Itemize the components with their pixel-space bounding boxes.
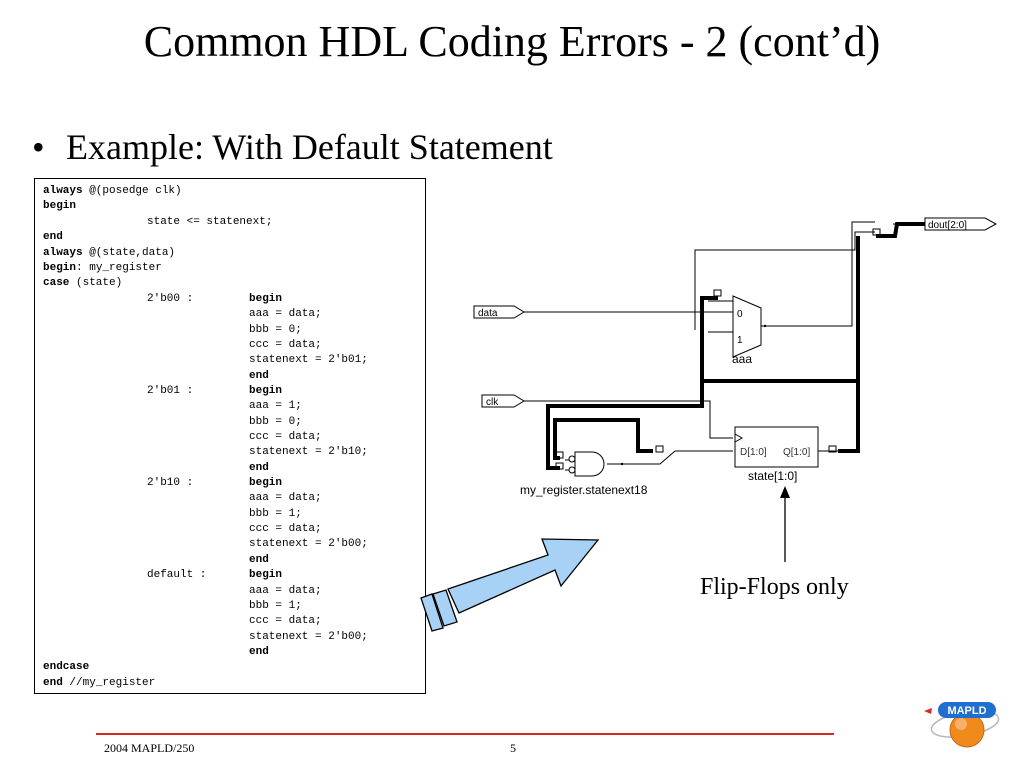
case-end: end <box>249 462 269 474</box>
code-line-1: always @(posedge clk) <box>43 185 182 197</box>
footer-rule <box>96 733 834 735</box>
case-label: 2'b01 : <box>147 385 194 397</box>
mux-aaa: 0 1 aaa <box>732 295 767 366</box>
case-begin: begin <box>249 293 283 305</box>
case-label: 2'b10 : <box>147 477 194 489</box>
code-listing: always @(posedge clk) begin state <= sta… <box>34 178 426 694</box>
flip-flop-state: D[1:0] Q[1:0] state[1:0] <box>734 426 819 483</box>
code-stmt: statenext = 2'b00; <box>249 538 368 550</box>
code-stmt: ccc = data; <box>249 615 322 627</box>
code-stmt: aaa = data; <box>249 308 322 320</box>
svg-text:0: 0 <box>737 309 743 320</box>
port-clk: clk <box>481 394 525 408</box>
code-stmt: ccc = data; <box>249 339 322 351</box>
code-stmt: ccc = data; <box>249 523 322 535</box>
annotation-arrow <box>780 486 790 562</box>
slide-title: Common HDL Coding Errors - 2 (cont’d) <box>143 17 881 66</box>
svg-text:1: 1 <box>737 335 743 346</box>
code-stmt: bbb = 0; <box>249 416 302 428</box>
code-stmt: bbb = 1; <box>249 508 302 520</box>
footer-source: 2004 MAPLD/250 <box>104 741 195 755</box>
svg-text:clk: clk <box>486 397 499 408</box>
code-line-6: begin: my_register <box>43 262 162 274</box>
flip-flops-annotation: Flip-Flops only <box>700 574 849 600</box>
svg-text:aaa: aaa <box>732 352 752 366</box>
code-stmt: statenext = 2'b01; <box>249 354 368 366</box>
and-gate: my_register.statenext18 <box>520 451 648 497</box>
block-arrow <box>420 538 600 632</box>
bullet-dot: • <box>32 127 45 167</box>
code-stmt: aaa = 1; <box>249 400 302 412</box>
code-stmt: bbb = 0; <box>249 324 302 336</box>
case-label: 2'b00 : <box>147 293 194 305</box>
case-end: end <box>249 646 269 658</box>
code-line-4: end <box>43 231 63 243</box>
code-line-5: always @(state,data) <box>43 247 176 259</box>
code-line-3: state <= statenext; <box>147 216 273 228</box>
code-endcase: endcase <box>43 661 90 673</box>
thin-wires <box>524 221 925 471</box>
port-dout: dout[2:0] <box>924 217 998 231</box>
case-begin: begin <box>249 477 283 489</box>
svg-text:MAPLD: MAPLD <box>947 705 986 717</box>
code-stmt: ccc = data; <box>249 431 322 443</box>
bullet-text: Example: With Default Statement <box>66 127 553 167</box>
port-data: data <box>473 305 525 319</box>
page-number: 5 <box>510 741 516 755</box>
svg-text:D[1:0]: D[1:0] <box>740 447 767 458</box>
svg-text:Q[1:0]: Q[1:0] <box>783 447 810 458</box>
svg-text:dout[2:0]: dout[2:0] <box>928 220 967 231</box>
code-stmt: aaa = data; <box>249 585 322 597</box>
mapld-logo: MAPLD <box>924 702 1000 748</box>
code-line-7: case (state) <box>43 277 123 289</box>
case-begin: begin <box>249 385 283 397</box>
code-stmt: bbb = 1; <box>249 600 302 612</box>
code-stmt: statenext = 2'b00; <box>249 631 368 643</box>
svg-text:state[1:0]: state[1:0] <box>748 469 797 483</box>
code-stmt: aaa = data; <box>249 492 322 504</box>
code-stmt: statenext = 2'b10; <box>249 446 368 458</box>
case-end: end <box>249 370 269 382</box>
case-end: end <box>249 554 269 566</box>
case-label: default : <box>147 569 207 581</box>
bullet-point: • Example: With Default Statement <box>32 124 553 170</box>
bus-tags <box>555 228 881 470</box>
code-last-line: end //my_register <box>43 677 156 689</box>
code-line-2: begin <box>43 200 77 212</box>
svg-text:data: data <box>478 308 498 319</box>
case-begin: begin <box>249 569 283 581</box>
svg-text:my_register.statenext18: my_register.statenext18 <box>520 483 648 497</box>
